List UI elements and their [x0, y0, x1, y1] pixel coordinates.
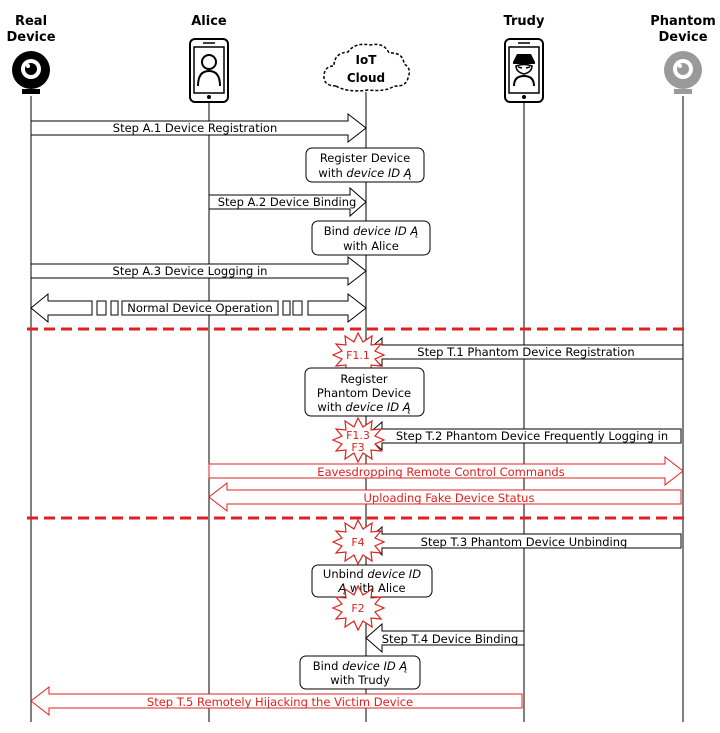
smartphone-spy-icon: [504, 38, 544, 103]
actor-phantom-device-line1: Phantom: [650, 14, 716, 29]
actor-cloud-line2: Cloud: [347, 71, 385, 85]
flaw-label-f1-1: F1.1: [346, 349, 370, 362]
smartphone-user-icon: [189, 38, 229, 103]
label-t1: Step T.1 Phantom Device Registration: [417, 345, 634, 359]
box-bind-trudy-line1: Bind device ID Ą: [313, 659, 408, 673]
box-register-phantom: [304, 367, 425, 417]
box-register-phantom-line3: with device ID Ą: [317, 400, 410, 414]
box-bind-alice-line1: Bind device ID Ą: [324, 224, 419, 238]
label-a3: Step A.3 Device Logging in: [113, 264, 268, 278]
box-register-id: device ID Ą: [346, 166, 411, 180]
box-unbind-id-char: Ą: [337, 581, 346, 595]
box-register-line1: Register Device: [320, 151, 410, 165]
arrow-a3: [30, 255, 367, 287]
label-eavesdropping: Eavesdropping Remote Control Commands: [317, 465, 564, 479]
actor-alice: Alice: [191, 14, 227, 29]
box-unbind-id: device ID: [367, 567, 421, 581]
box-bind-alice-line2: with Alice: [343, 239, 399, 253]
arrow-upload-fake-status: [208, 481, 682, 513]
flaw-burst-f4: [331, 518, 386, 566]
arrow-t5: [30, 685, 523, 717]
box-bind-alice-word: Bind: [324, 224, 353, 238]
flaw-burst-f1-3: [331, 416, 386, 464]
arrow-a1: [30, 112, 367, 144]
actor-real-device-line1: Real: [15, 14, 47, 29]
box-bind-trudy-line2: with Trudy: [330, 673, 390, 687]
label-normal-operation: Normal Device Operation: [127, 301, 272, 315]
label-a2: Step A.2 Device Binding: [218, 195, 357, 209]
box-unbind-word: Unbind: [323, 567, 367, 581]
box-register-line2: with device ID Ą: [318, 166, 411, 180]
phantom-webcam-icon: [664, 51, 702, 94]
label-t3: Step T.3 Phantom Device Unbinding: [421, 535, 628, 549]
box-register-phantom-line2: Phantom Device: [317, 386, 411, 400]
flaw-burst-f2: [331, 584, 386, 632]
webcam-icon: [12, 51, 50, 94]
box-register-phantom-line1: Register: [340, 372, 388, 386]
box-unbind-line1: Unbind device ID: [323, 567, 421, 581]
flaw-label-f2: F2: [351, 602, 364, 615]
actor-cloud-line1: IoT: [356, 53, 378, 67]
box-register-phantom-with: with: [317, 400, 345, 414]
flaw-label-f3: F3: [351, 441, 364, 454]
box-register-device: [305, 147, 425, 183]
label-upload-fake-status: Uploading Fake Device Status: [364, 491, 535, 505]
label-t4: Step T.4 Device Binding: [382, 632, 519, 646]
cloud-icon: [323, 43, 411, 92]
label-a1: Step A.1 Device Registration: [113, 121, 277, 135]
box-bind-trudy: [299, 655, 421, 690]
box-register-with: with: [318, 166, 346, 180]
box-bind-trudy-word: Bind: [313, 659, 342, 673]
flaw-label-f1-3: F1.3: [346, 429, 370, 442]
box-unbind-alice: [311, 564, 433, 598]
label-t2: Step T.2 Phantom Device Frequently Loggi…: [396, 429, 668, 443]
arrow-a2: [208, 186, 367, 218]
arrow-t4: [365, 622, 525, 654]
actor-trudy: Trudy: [504, 14, 545, 29]
box-bind-alice: [311, 220, 431, 256]
actor-phantom-device-line2: Device: [658, 30, 707, 45]
arrow-normal-operation: [30, 292, 367, 324]
box-register-phantom-id: device ID Ą: [345, 400, 410, 414]
label-t5: Step T.5 Remotely Hijacking the Victim D…: [147, 695, 413, 709]
box-bind-trudy-id: device ID Ą: [342, 659, 407, 673]
flaw-label-f4: F4: [351, 536, 364, 549]
arrow-eavesdropping: [208, 455, 684, 487]
box-bind-alice-id: device ID Ą: [353, 224, 418, 238]
actor-real-device-line2: Device: [6, 30, 55, 45]
